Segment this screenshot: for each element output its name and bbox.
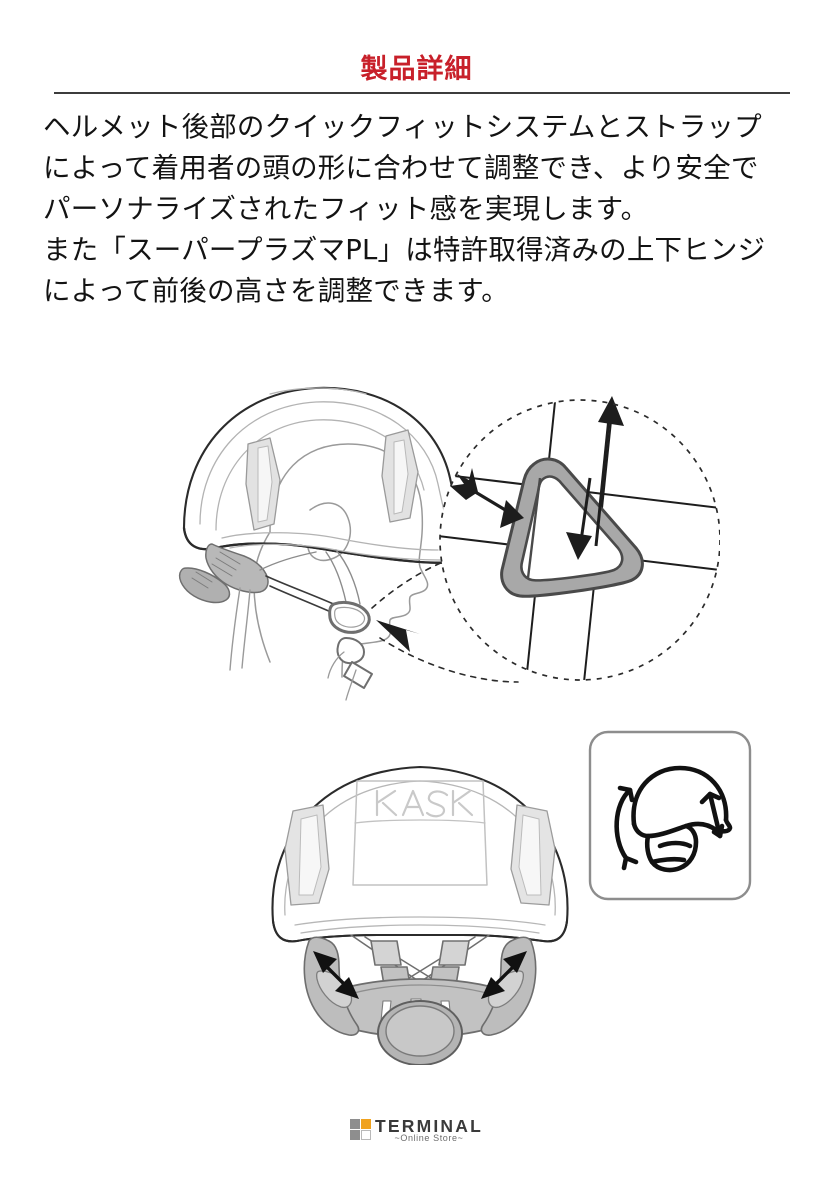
helmet-vent-left (245, 437, 281, 531)
rear-vent-right (510, 804, 556, 906)
kask-brand-panel (352, 780, 488, 886)
rear-adjuster-cradle (178, 543, 269, 604)
adjustment-pictogram-svg (588, 730, 752, 901)
adjustment-dial (377, 1000, 463, 1065)
logo-tagline: ~Online Store~ (394, 1132, 464, 1143)
pictogram-helmet-glyph (614, 765, 733, 873)
buckle-arrow (376, 620, 420, 652)
description-line-2: によって着用者の頭の形に合わせて調整でき、より安全で (43, 152, 759, 184)
adjustment-pictogram (586, 728, 754, 903)
description-line-3: パーソナライズされたフィット感を実現します。 (43, 193, 649, 225)
chin-strap-clasp (327, 637, 373, 701)
product-description: ヘルメット後部のクイックフィットシステムとストラップ によって着用者の頭の形に合… (43, 107, 803, 312)
terminal-logo-icon (349, 1119, 371, 1140)
magnifier-leader-lines (371, 543, 519, 683)
kask-wordmark (375, 789, 474, 818)
description-line-4: また「スーパープラズマPL」は特許取得済みの上下ヒンジ (43, 234, 766, 266)
lateral-adjust-arrow (450, 468, 524, 528)
chin-strap-buckle (328, 600, 371, 634)
helmet-profile-illustration (120, 352, 720, 702)
logo-square-bottom-left (349, 1130, 360, 1140)
helmet-rear-svg (271, 765, 569, 1065)
description-line-5: によって前後の高さを調整できます。 (43, 275, 509, 307)
rear-vent-left (284, 804, 330, 906)
page-title: 製品詳細 (360, 54, 473, 85)
vertical-adjust-arrow (566, 396, 624, 560)
footer-logo[interactable]: TERMINAL ~Online Store~ (0, 1116, 833, 1143)
logo-square-top-left (349, 1119, 360, 1129)
logo-square-top-right (361, 1119, 371, 1129)
logo-square-bottom-right (361, 1130, 371, 1140)
logo-name: TERMINAL (374, 1116, 483, 1136)
title-divider (54, 92, 790, 94)
description-line-1: ヘルメット後部のクイックフィットシステムとストラップ (43, 111, 762, 143)
helmet-rear-illustration (255, 745, 585, 1065)
harness-adjust-arrows (313, 951, 527, 999)
helmet-vent-right (381, 429, 419, 523)
helmet-profile-svg (178, 386, 720, 701)
buckle-detail-magnifier (439, 396, 720, 681)
magnified-triangle-buckle (500, 457, 644, 598)
